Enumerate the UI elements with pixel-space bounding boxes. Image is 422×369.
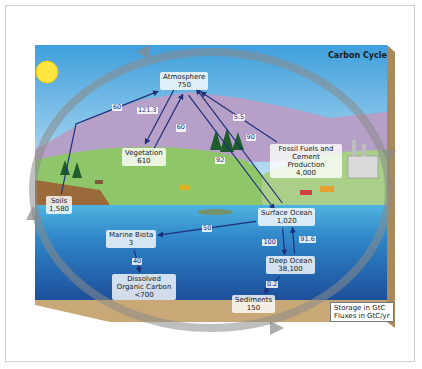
sun <box>36 61 58 83</box>
flux-arrow <box>201 92 277 142</box>
diagram-title: Carbon Cycle <box>328 51 387 60</box>
key-text: Storage in GtC <box>334 304 390 312</box>
trees <box>60 128 244 178</box>
storage-value: 1,020 <box>261 217 312 225</box>
reservoir-name: Fossil Fuels and Cement Production <box>273 145 339 169</box>
reservoir-name: Soils <box>49 197 69 205</box>
flux-arrow <box>189 95 275 209</box>
flux-value: 60 <box>112 104 122 111</box>
reservoir-box: Vegetation610 <box>122 148 166 166</box>
flux-value: 5.5 <box>233 114 245 121</box>
storage-value: 4,000 <box>273 169 339 177</box>
flux-arrow <box>61 91 158 194</box>
flux-arrow <box>145 90 174 144</box>
flux-value: 0.2 <box>266 281 278 288</box>
reservoir-box: Deep Ocean38,100 <box>266 256 315 274</box>
flux-value: 90 <box>246 134 256 141</box>
reservoir-name: Atmosphere <box>163 73 205 81</box>
flux-arrow <box>283 229 285 255</box>
flux-arrow <box>158 221 256 235</box>
reservoir-name: Vegetation <box>125 149 163 157</box>
flux-value: 60 <box>176 124 186 131</box>
key-text: Fluxes in GtC/yr <box>334 312 390 320</box>
storage-value: 610 <box>125 157 163 165</box>
flux-value: 91.6 <box>299 236 315 243</box>
reservoir-name: Marine Biota <box>109 231 153 239</box>
reservoir-name: Dissolved Organic Carbon <box>115 275 173 291</box>
reservoir-name: Surface Ocean <box>261 209 312 217</box>
cycle-arrowheads <box>26 45 396 335</box>
car <box>180 185 190 190</box>
reservoir-box: Dissolved Organic Carbon<700 <box>112 274 176 300</box>
storage-value: 750 <box>163 81 205 89</box>
flux-arrow <box>264 276 280 293</box>
reservoir-box: Sediments150 <box>232 295 275 313</box>
cycle-ring <box>33 52 389 328</box>
storage-value: <700 <box>115 291 173 299</box>
reservoir-name: Sediments <box>235 296 272 304</box>
reservoir-box: Atmosphere750 <box>160 72 208 90</box>
animal <box>95 180 103 184</box>
reservoir-box: Marine Biota3 <box>106 230 156 248</box>
key-box: Storage in GtCFluxes in GtC/yr <box>330 302 394 322</box>
sky <box>35 45 387 210</box>
flux-value: 121.3 <box>137 107 158 114</box>
flux-arrow <box>154 94 183 148</box>
reservoir-box: Surface Ocean1,020 <box>258 208 315 226</box>
storage-value: 38,100 <box>269 265 312 273</box>
flux-arrow <box>293 228 295 254</box>
storage-value: 150 <box>235 304 272 312</box>
reservoir-box: Soils1,580 <box>46 196 72 214</box>
storage-value: 3 <box>109 239 153 247</box>
storage-value: 1,580 <box>49 205 69 213</box>
flux-value: 40 <box>132 258 142 265</box>
flux-value: 50 <box>202 225 212 232</box>
plankton <box>197 209 233 215</box>
flux-value: 100 <box>262 239 276 246</box>
flux-value: 92 <box>215 157 225 164</box>
reservoir-name: Deep Ocean <box>269 257 312 265</box>
reservoir-box: Fossil Fuels and Cement Production4,000 <box>270 144 342 178</box>
